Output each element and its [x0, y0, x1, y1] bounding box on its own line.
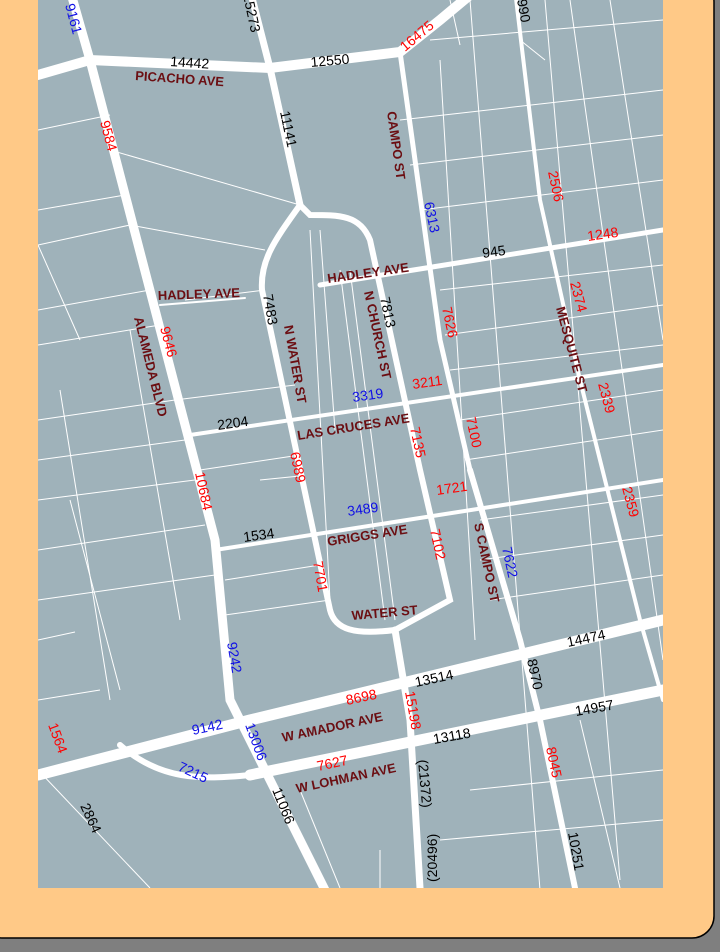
alameda-blvd-road — [68, 0, 330, 888]
label-water-st: WATER ST — [351, 602, 418, 623]
lohman-ave-road — [244, 684, 663, 781]
count-10251: 10251 — [565, 831, 588, 872]
water-st-north-road — [248, 0, 304, 209]
count-7100: 7100 — [463, 415, 485, 449]
major-roads — [38, 0, 663, 888]
count-8698: 8698 — [344, 686, 378, 708]
count-7813: 7813 — [377, 295, 399, 329]
griggs-ave-road — [213, 478, 663, 552]
count-14442: 14442 — [170, 53, 210, 72]
map-background — [38, 0, 663, 888]
count-7622: 7622 — [499, 545, 521, 579]
count-8045: 8045 — [543, 745, 565, 779]
count-21372: (21372) — [415, 759, 435, 808]
count-2359: 2359 — [619, 485, 643, 519]
water-st-south-road — [391, 626, 424, 888]
hadley-ave-road — [317, 227, 663, 288]
picacho-ave-road — [38, 0, 472, 80]
count-990: 990 — [514, 0, 534, 24]
count-3211: 3211 — [411, 372, 443, 392]
water-church-loop-road — [258, 200, 454, 635]
count-9646: 9646 — [157, 325, 181, 359]
count-2204: 2204 — [216, 413, 249, 433]
count-1248: 1248 — [586, 224, 619, 244]
count-9161: 9161 — [62, 2, 86, 36]
count-2374: 2374 — [567, 280, 591, 314]
count-8970: 8970 — [524, 657, 546, 691]
count-6313: 6313 — [421, 200, 443, 234]
count-14474: 14474 — [565, 626, 607, 650]
count-7701: 7701 — [310, 560, 331, 594]
count-9584: 9584 — [97, 119, 121, 153]
hadley-west-road — [159, 297, 246, 306]
count-13514: 13514 — [413, 666, 455, 690]
count-2506: 2506 — [545, 169, 567, 203]
count-3319: 3319 — [351, 385, 384, 405]
count-15198: 15198 — [402, 690, 425, 731]
s-campo-st-road — [467, 467, 578, 888]
count-11141: 11141 — [277, 109, 300, 149]
label-picacho-ave: PICACHO AVE — [135, 68, 225, 89]
count-7102: 7102 — [427, 527, 449, 561]
count-1534: 1534 — [242, 525, 275, 545]
mesquite-st-road — [514, 0, 663, 702]
count-6989: 6989 — [287, 450, 309, 484]
count-9142: 9142 — [190, 716, 224, 738]
count-945: 945 — [481, 242, 507, 261]
count-10684: 10684 — [192, 470, 216, 512]
label-hadley-ave-west: HADLEY AVE — [158, 285, 241, 303]
count-12550: 12550 — [310, 51, 350, 70]
las-cruces-ave-road — [188, 363, 663, 437]
campo-st-north-road — [397, 49, 473, 473]
count-1721: 1721 — [435, 478, 468, 498]
count-9242: 9242 — [224, 641, 245, 675]
count-3489: 3489 — [346, 499, 379, 519]
count-13118: 13118 — [432, 725, 472, 747]
count-labels: 9161 15273 990 14442 12550 16475 9584 11… — [45, 0, 642, 882]
amador-ave-road — [38, 614, 663, 781]
lohman-west-road — [117, 742, 253, 781]
count-20496: (20496) — [424, 834, 440, 882]
count-7626: 7626 — [439, 305, 461, 339]
count-2339: 2339 — [595, 381, 619, 415]
count-7483: 7483 — [260, 293, 281, 327]
count-7627: 7627 — [315, 752, 349, 774]
count-7135: 7135 — [407, 425, 429, 459]
count-14957: 14957 — [574, 696, 615, 719]
minor-streets — [38, 0, 663, 888]
